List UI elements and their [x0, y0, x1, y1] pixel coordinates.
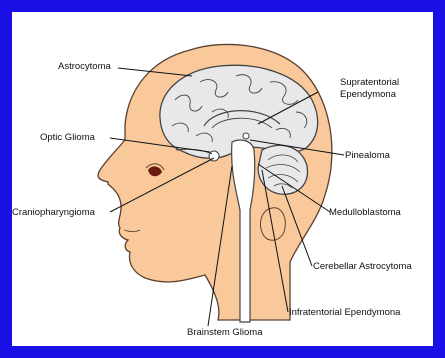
label-optic-glioma: Optic Glioma — [40, 132, 95, 144]
label-brainstem-glioma: Brainstem Glioma — [187, 327, 263, 339]
label-astrocytoma: Astrocytoma — [58, 61, 111, 73]
pineal-gland — [243, 133, 249, 139]
label-cerebellar-astrocytoma: Cerebellar Astrocytoma — [313, 261, 412, 273]
ear — [260, 208, 285, 240]
label-infratentorial-ependymoma: Infratentorial Ependymona — [289, 307, 400, 319]
label-pinealoma: Pinealoma — [345, 150, 390, 162]
label-supratentorial-ependymoma-line2: Ependymona — [340, 89, 396, 101]
label-medulloblastoma: Medulloblastoma — [329, 207, 401, 219]
label-craniopharyngioma: Craniopharyngioma — [12, 207, 95, 219]
label-supratentorial-ependymoma-line1: Supratentorial — [340, 77, 399, 89]
